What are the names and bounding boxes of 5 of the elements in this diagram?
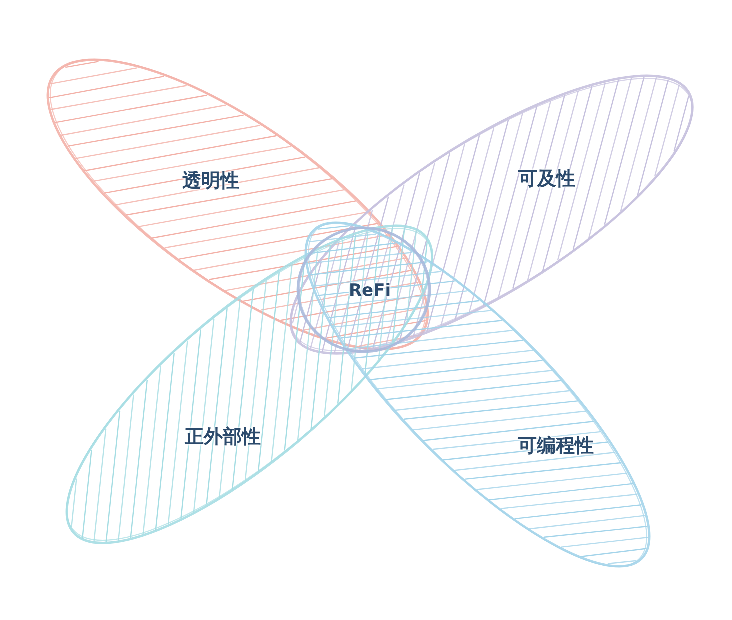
- region-label: 可编程性: [518, 436, 594, 458]
- region-label: 透明性: [182, 171, 240, 193]
- region-label: 正外部性: [184, 427, 261, 449]
- center-label: ReFi: [348, 282, 392, 302]
- region-label: 可及性: [518, 169, 576, 191]
